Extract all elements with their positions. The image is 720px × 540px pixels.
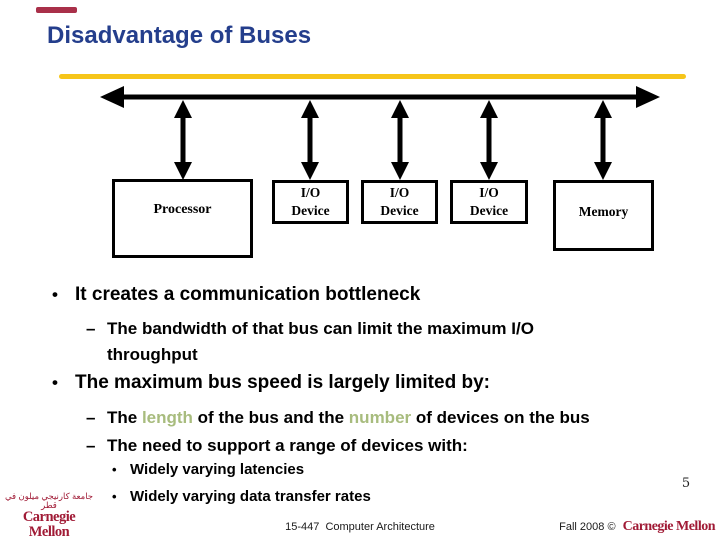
highlight-length: length (141, 408, 193, 427)
io1-drop-arrow (301, 100, 319, 180)
subbullet-text: The bandwidth of that bus can limit the … (107, 319, 534, 364)
subbullet-text: The need to support a range of devices w… (107, 436, 468, 455)
bullet-glyph: • (112, 462, 117, 477)
subsubbullet-varying-transfer-rates: • Widely varying data transfer rates (112, 488, 371, 506)
io-device-3-label: I/O Device (469, 184, 509, 218)
highlight-number: number (348, 408, 412, 427)
io3-drop-arrow (480, 100, 498, 180)
footer-right: Fall 2008 © Carnegie Mellon (559, 519, 715, 535)
diagram-box-io-device-1: I/O Device (272, 180, 349, 224)
carnegie-mellon-wordmark: Carnegie Mellon (622, 519, 716, 534)
bullet-communication-bottleneck: • It creates a communication bottleneck (52, 284, 420, 306)
diagram-box-processor: Processor (112, 179, 253, 258)
bullet-text: It creates a communication bottleneck (75, 284, 421, 305)
subbullet-text: The length of the bus and the number of … (107, 405, 590, 431)
bullet-max-bus-speed: • The maximum bus speed is largely limit… (52, 372, 490, 394)
diagram-box-io-device-2: I/O Device (361, 180, 438, 224)
dash-glyph: – (86, 436, 96, 455)
diagram-box-memory: Memory (553, 180, 654, 251)
diagram-box-io-device-3: I/O Device (450, 180, 528, 224)
subbullet-range-of-devices: – The need to support a range of devices… (86, 433, 468, 459)
memory-label: Memory (578, 204, 629, 220)
subsubbullet-text: Widely varying data transfer rates (130, 488, 371, 505)
dash-glyph: – (86, 408, 96, 427)
bullet-glyph: • (52, 285, 58, 304)
processor-label: Processor (153, 202, 212, 218)
logo-wordmark: Carnegie Mellon (22, 509, 76, 540)
subbullet-length-number: – The length of the bus and the number o… (86, 405, 590, 431)
io-device-1-label: I/O Device (291, 184, 330, 218)
subsubbullet-varying-latencies: • Widely varying latencies (112, 461, 304, 479)
processor-drop-arrow (174, 100, 192, 180)
bullet-glyph: • (112, 489, 117, 504)
memory-drop-arrow (594, 100, 612, 180)
title-underline-rule (59, 74, 686, 79)
bus-double-arrow (100, 86, 660, 108)
page-number: 5 (681, 476, 691, 491)
text-segment: of devices on the bus (411, 408, 590, 427)
subsubbullet-text: Widely varying latencies (130, 461, 305, 478)
text-segment: The (107, 408, 142, 427)
footer-term: Fall 2008 © (559, 521, 616, 533)
io2-drop-arrow (391, 100, 409, 180)
dash-glyph: – (86, 319, 96, 338)
footer-course-title: 15-447 Computer Architecture (285, 521, 435, 533)
cmu-qatar-logo: جامعة كارنيجي ميلون في قطر Carnegie Mell… (2, 492, 96, 540)
subbullet-bandwidth-limit: – The bandwidth of that bus can limit th… (86, 316, 622, 368)
text-segment: of the bus and the (192, 408, 349, 427)
bullet-text: The maximum bus speed is largely limited… (75, 372, 490, 393)
logo-arabic-text: جامعة كارنيجي ميلون في قطر (4, 491, 94, 510)
bullet-glyph: • (52, 373, 58, 392)
io-device-2-label: I/O Device (380, 184, 419, 218)
top-left-red-artifact (36, 7, 77, 13)
slide-title: Disadvantage of Buses (47, 22, 312, 49)
